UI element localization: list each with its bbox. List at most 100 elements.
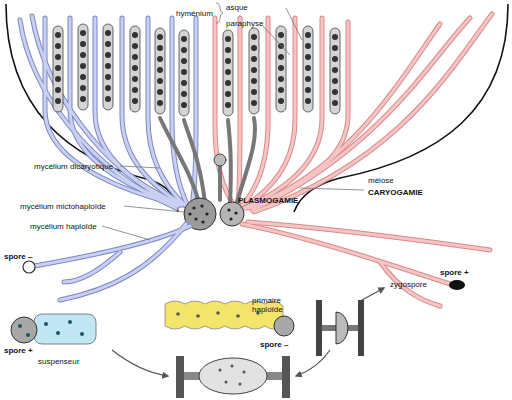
zygomycete-conjugation xyxy=(225,381,228,384)
blue-paraphyses xyxy=(95,18,182,205)
blue-paraphyses xyxy=(122,18,184,205)
zygomycete-conjugation xyxy=(274,316,294,336)
zygomycete-conjugation xyxy=(44,322,48,326)
zygomycete-conjugation xyxy=(219,365,246,386)
blue-paraphyses xyxy=(172,18,188,206)
zygomycete-conjugation xyxy=(112,288,384,376)
haploid-hyphae xyxy=(23,222,490,306)
zygomycete-conjugation xyxy=(26,333,30,337)
blue-paraphyses xyxy=(172,18,188,206)
process-label: CARYOGAMIE xyxy=(368,188,423,197)
pink-paraphyses xyxy=(246,22,348,208)
haploid-hyphae xyxy=(380,262,440,306)
part-label: zygospore xyxy=(390,280,427,289)
zygomycete-conjugation xyxy=(358,300,364,356)
leader-lines xyxy=(263,26,290,55)
zygomycete-conjugation xyxy=(199,358,267,394)
ascogenous-hyphae xyxy=(214,154,226,166)
spore-label: spore + xyxy=(4,346,33,355)
asci xyxy=(78,24,88,110)
zygomycete-conjugation xyxy=(176,311,260,318)
zygomycete-conjugation xyxy=(362,288,384,300)
zygomycete-conjugation xyxy=(68,320,72,324)
pink-paraphyses xyxy=(215,18,236,208)
ascogenous-hyphae xyxy=(160,118,255,205)
zygomycete-conjugation xyxy=(316,300,322,356)
gametangia xyxy=(194,217,197,220)
gametangia xyxy=(227,208,230,211)
haploid-hyphae xyxy=(64,252,120,282)
asci xyxy=(103,24,113,110)
zygomycete-conjugation xyxy=(282,356,290,398)
gametangia xyxy=(205,212,208,215)
zygomycete-conjugation xyxy=(336,312,348,344)
blue-paraphyses xyxy=(45,18,178,205)
blue-paraphyses xyxy=(20,16,196,208)
haploid-hyphae xyxy=(23,261,35,273)
haploid-hyphae xyxy=(248,222,490,250)
haploid-hyphae xyxy=(34,224,190,300)
ascogenous-hyphae xyxy=(236,118,255,205)
zygomycete-conjugation xyxy=(56,331,60,335)
zygomycete-conjugation xyxy=(11,288,384,398)
zygomycete-conjugation xyxy=(11,317,37,343)
ascogenous-hyphae xyxy=(184,120,205,203)
part-label: asque xyxy=(226,3,248,12)
haploid-hyphae xyxy=(449,280,465,290)
zygomycete-conjugation xyxy=(112,350,168,376)
asci xyxy=(130,26,140,112)
pink-paraphyses xyxy=(242,18,295,208)
pink-paraphyses xyxy=(215,14,492,212)
zygomycete-conjugation xyxy=(296,350,330,376)
zygomycete-conjugation xyxy=(196,314,200,318)
haploid-hyphae xyxy=(64,252,120,282)
leader-lines xyxy=(102,3,364,240)
process-label: PLASMOGAMIE xyxy=(238,196,298,205)
zygomycete-conjugation xyxy=(231,365,234,368)
zygomycete-conjugation xyxy=(236,314,240,318)
asci xyxy=(249,28,259,114)
pink-paraphyses xyxy=(238,18,240,208)
gametangia xyxy=(201,220,204,223)
blue-paraphyses xyxy=(20,16,196,208)
pink-paraphyses xyxy=(238,18,240,208)
zygomycete-conjugation xyxy=(18,324,22,328)
gametangia xyxy=(184,198,244,230)
zygomycete-conjugation xyxy=(216,311,220,315)
pink-paraphyses xyxy=(254,14,492,212)
haploid-hyphae xyxy=(34,224,190,300)
pink-paraphyses xyxy=(252,18,470,210)
leader-lines xyxy=(102,226,150,240)
zygomycete-conjugation xyxy=(80,332,84,336)
asci xyxy=(276,26,286,112)
pink-paraphyses xyxy=(252,18,470,210)
blue-paraphyses xyxy=(32,16,178,206)
part-label: mycélium mictohaploïde xyxy=(20,202,106,211)
zygomycete-conjugation xyxy=(243,371,246,374)
gametangia xyxy=(188,212,191,215)
spore-label: spore – xyxy=(4,252,32,261)
gametangia xyxy=(192,206,195,209)
zygomycete-conjugation xyxy=(219,369,222,372)
gametangia xyxy=(229,217,232,220)
cup-outline xyxy=(6,4,508,212)
part-label: primaire haploïde xyxy=(252,296,300,314)
haploid-hyphae xyxy=(380,262,440,306)
pink-paraphyses xyxy=(246,22,348,208)
zygomycete-conjugation xyxy=(34,314,96,344)
leader-lines xyxy=(120,166,160,168)
pink-paraphyses xyxy=(215,14,492,212)
asci xyxy=(155,28,165,114)
haploid-hyphae xyxy=(242,222,490,306)
zygomycete-conjugation xyxy=(18,320,84,337)
ascogenous-hyphae xyxy=(218,165,222,200)
haploid-hyphae xyxy=(248,222,490,250)
pink-paraphyses xyxy=(244,18,322,208)
gametangia xyxy=(200,204,203,207)
leader-lines xyxy=(300,188,364,190)
pink-paraphyses xyxy=(215,14,492,212)
spore-label: spore + xyxy=(440,268,469,277)
asci xyxy=(53,24,340,116)
part-label: paraphyse xyxy=(226,19,263,28)
spore-label: spore – xyxy=(260,340,288,349)
